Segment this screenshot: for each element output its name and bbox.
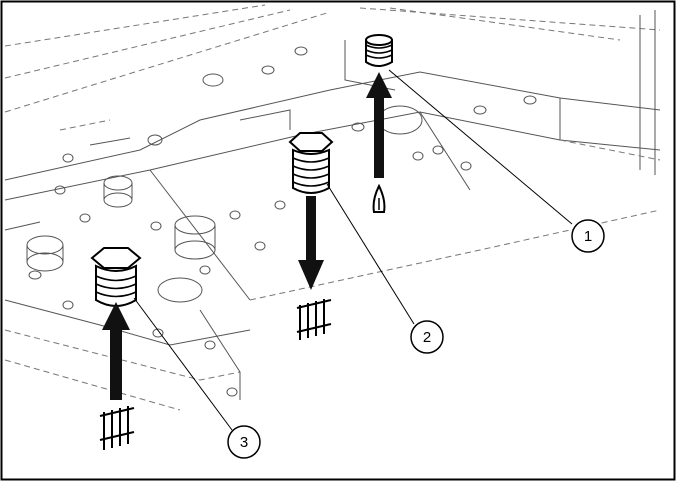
install-arrow-up-3 [102, 302, 130, 400]
tool-comb-2 [296, 299, 332, 340]
leader-line-2 [326, 183, 415, 325]
callout-1: 1 [571, 219, 605, 253]
leader-line-3 [133, 297, 233, 431]
callout-2: 2 [410, 320, 444, 354]
plug-3 [90, 247, 142, 307]
callout-1-label: 1 [584, 228, 592, 245]
leader-line-1 [388, 69, 573, 225]
install-arrow-down-2 [298, 196, 324, 290]
callout-2-label: 2 [423, 329, 431, 346]
tool-comb-3 [99, 406, 135, 450]
removal-arrow-up-1 [366, 72, 392, 178]
valve-body-housing [4, 4, 661, 411]
callout-3-label: 3 [240, 434, 248, 451]
callout-3: 3 [227, 425, 261, 459]
plug-1 [365, 34, 393, 67]
plug-2 [288, 132, 334, 194]
